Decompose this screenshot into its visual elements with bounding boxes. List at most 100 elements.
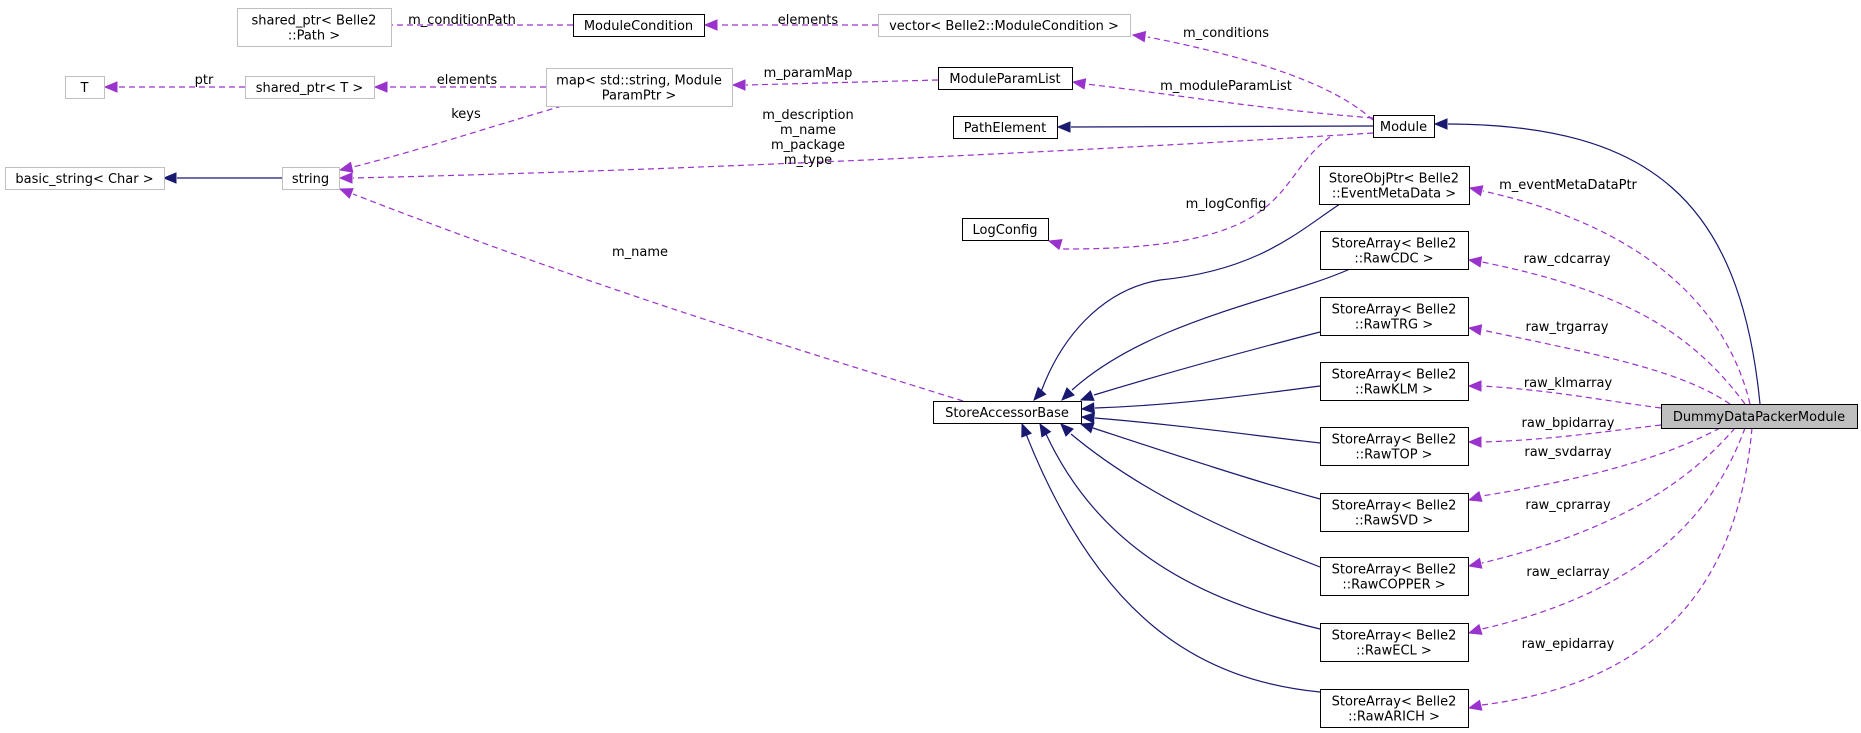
- arrowhead: [1060, 423, 1074, 437]
- node-label: LogConfig: [973, 223, 1038, 238]
- arrowhead: [1039, 422, 1052, 438]
- node-label: ::RawCOPPER >: [1342, 578, 1445, 593]
- node-module[interactable]: Module: [1373, 115, 1435, 138]
- node-label: StoreArray< Belle2: [1332, 563, 1457, 578]
- node-label: StoreAccessorBase: [945, 406, 1069, 421]
- usage-edge: [1061, 136, 1331, 250]
- node-store-array-raw-ecl[interactable]: StoreArray< Belle2::RawECL >: [1320, 623, 1469, 662]
- inheritance-edge: [1025, 433, 1321, 693]
- usage-edge: [1482, 190, 1751, 405]
- edge-label-m-eventMetaDataPtr: m_eventMetaDataPtr: [1499, 178, 1637, 193]
- node-box: [938, 67, 1073, 90]
- arrowhead: [1131, 30, 1147, 43]
- diagram-nodes: shared_ptr< Belle2::Path > ModuleConditio…: [5, 8, 1858, 728]
- node-label: ::RawKLM >: [1355, 383, 1433, 398]
- node-store-array-raw-cdc[interactable]: StoreArray< Belle2::RawCDC >: [1320, 231, 1469, 270]
- node-label: StoreArray< Belle2: [1332, 695, 1457, 710]
- arrowhead: [1467, 490, 1483, 502]
- node-label: T: [80, 81, 89, 96]
- arrowhead: [338, 172, 353, 184]
- node-basic-string[interactable]: basic_string< Char >: [5, 167, 165, 190]
- edge-label-raw-cprarray: raw_cprarray: [1525, 498, 1611, 513]
- arrowhead: [1467, 324, 1483, 336]
- inheritance-edge: [1092, 427, 1321, 500]
- node-store-array-raw-svd[interactable]: StoreArray< Belle2::RawSVD >: [1320, 493, 1469, 532]
- node-store-obj-ptr-event-meta[interactable]: StoreObjPtr< Belle2::EventMetaData >: [1319, 166, 1470, 205]
- node-label: DummyDataPackerModule: [1673, 410, 1845, 425]
- arrowhead: [103, 81, 118, 93]
- edge-label-m-conditions: m_conditions: [1183, 26, 1269, 41]
- arrowhead: [703, 19, 718, 31]
- arrowhead: [1467, 436, 1482, 448]
- node-store-accessor-base[interactable]: StoreAccessorBase: [933, 401, 1082, 424]
- usage-edge: [352, 132, 1374, 179]
- arrowhead: [1467, 380, 1482, 392]
- usage-edge: [1085, 83, 1374, 119]
- usage-edge: [1481, 424, 1662, 443]
- arrowhead: [162, 172, 177, 184]
- node-store-array-raw-klm[interactable]: StoreArray< Belle2::RawKLM >: [1320, 362, 1469, 401]
- node-label: basic_string< Char >: [15, 172, 153, 187]
- arrowhead: [338, 188, 354, 199]
- edge-label-m-conditionPath: m_conditionPath: [408, 13, 516, 28]
- arrowhead: [1433, 118, 1448, 130]
- node-log-config[interactable]: LogConfig: [962, 218, 1049, 241]
- inheritance-edge: [1094, 385, 1321, 409]
- node-box: [282, 167, 340, 190]
- node-module-param-list[interactable]: ModuleParamList: [938, 67, 1073, 90]
- node-box: [1320, 689, 1469, 728]
- node-string[interactable]: string: [282, 167, 340, 190]
- node-shared-ptr-T[interactable]: shared_ptr< T >: [245, 76, 375, 99]
- arrowhead: [1021, 422, 1032, 438]
- edge-label-m-moduleParamList: m_moduleParamList: [1160, 79, 1292, 94]
- node-vector-module-condition[interactable]: vector< Belle2::ModuleCondition >: [878, 14, 1131, 37]
- inheritance-edge: [1040, 203, 1341, 393]
- arrowhead: [373, 81, 388, 93]
- inheritance-edge: [1094, 417, 1321, 444]
- node-box: [1319, 166, 1470, 205]
- arrowhead: [1061, 387, 1075, 401]
- arrowhead: [1467, 699, 1483, 711]
- usage-edge: [1147, 36, 1374, 121]
- node-box: [933, 401, 1082, 424]
- usage-edge: [745, 79, 939, 86]
- arrowhead: [1080, 402, 1095, 414]
- node-label: ::RawARICH >: [1348, 710, 1440, 725]
- edge-label-raw-eclarray: raw_eclarray: [1526, 565, 1610, 580]
- node-label: ModuleParamList: [949, 72, 1060, 87]
- node-store-array-raw-trg[interactable]: StoreArray< Belle2::RawTRG >: [1320, 297, 1469, 336]
- node-label: vector< Belle2::ModuleCondition >: [889, 19, 1119, 34]
- edge-label-elements-map: elements: [437, 73, 498, 88]
- edge-label-m-paramMap: m_paramMap: [764, 66, 853, 81]
- node-box: [878, 14, 1131, 37]
- arrowhead: [338, 161, 354, 173]
- arrowhead: [1071, 78, 1087, 90]
- node-label: string: [292, 172, 329, 187]
- arrowhead: [1047, 239, 1063, 251]
- node-box: [1320, 297, 1469, 336]
- node-box: [1373, 115, 1435, 138]
- edge-label-m-name-accessor: m_name: [612, 245, 668, 260]
- edge-label-raw-klmarray: raw_klmarray: [1524, 376, 1613, 391]
- node-shared-ptr-path[interactable]: shared_ptr< Belle2::Path >: [237, 8, 392, 47]
- node-path-element[interactable]: PathElement: [953, 116, 1058, 139]
- node-label: Module: [1380, 120, 1427, 135]
- node-store-array-raw-arich[interactable]: StoreArray< Belle2::RawARICH >: [1320, 689, 1469, 728]
- node-dummy-data-packer-module[interactable]: DummyDataPackerModule: [1661, 404, 1858, 429]
- inheritance-edge: [1070, 433, 1321, 568]
- node-label: ::EventMetaData >: [1332, 187, 1456, 202]
- node-module-condition[interactable]: ModuleCondition: [573, 14, 705, 37]
- usage-edge: [1481, 427, 1753, 706]
- node-store-array-raw-copper[interactable]: StoreArray< Belle2::RawCOPPER >: [1320, 557, 1469, 596]
- edge-label-raw-epidarray: raw_epidarray: [1522, 637, 1615, 652]
- node-T[interactable]: T: [65, 76, 105, 99]
- usage-edge: [1481, 385, 1662, 409]
- diagram-edges: [103, 19, 1761, 711]
- node-label: StoreArray< Belle2: [1332, 629, 1457, 644]
- usage-edge: [1481, 261, 1746, 405]
- usage-edge: [1481, 329, 1731, 405]
- node-store-array-raw-top[interactable]: StoreArray< Belle2::RawTOP >: [1320, 427, 1469, 466]
